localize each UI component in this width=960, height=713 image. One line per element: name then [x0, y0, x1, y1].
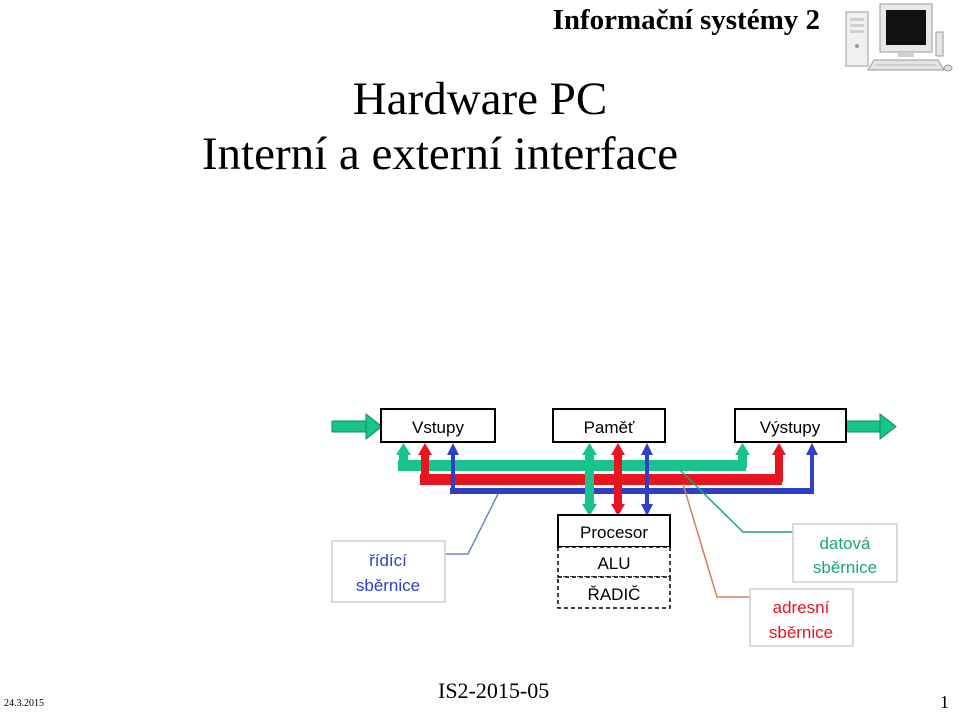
page-number: 1	[940, 692, 949, 712]
input-arrow	[331, 412, 383, 441]
control-bus-pointer	[445, 493, 499, 555]
alu-label: ALU	[597, 554, 630, 573]
processor-block: Procesor ALU ŘADIČ	[557, 514, 671, 609]
controller-label: ŘADIČ	[588, 585, 641, 604]
data-bus-legend: datová sběrnice	[792, 523, 898, 583]
address-bus-label-2: sběrnice	[769, 623, 833, 642]
footer-code: IS2-2015-05	[438, 678, 550, 703]
outputs-label: Výstupy	[760, 418, 821, 437]
slide-title: Hardware PC Interní a externí interface	[0, 72, 960, 182]
data-bus-label-2: sběrnice	[813, 558, 877, 577]
address-bus	[420, 474, 782, 485]
address-connectors	[418, 443, 786, 516]
control-bus	[450, 488, 814, 494]
footer-date: 24.3.2015	[4, 698, 44, 709]
control-bus-label-2: sběrnice	[356, 576, 420, 595]
address-bus-legend: adresní sběrnice	[749, 588, 854, 647]
course-title: Informační systémy 2	[552, 4, 820, 36]
memory-label: Paměť	[584, 418, 635, 437]
control-bus-legend: řídící sběrnice	[331, 540, 446, 603]
slide-title-line1: Hardware PC	[352, 73, 608, 125]
memory-box: Paměť	[552, 408, 666, 443]
control-connectors	[447, 443, 818, 516]
output-arrow	[845, 412, 897, 441]
slide-title-line2: Interní a externí interface	[201, 128, 679, 180]
processor-label: Procesor	[580, 523, 648, 542]
control-bus-label-1: řídící	[369, 551, 407, 570]
data-bus	[398, 460, 746, 471]
data-connectors	[396, 443, 750, 516]
outputs-box: Výstupy	[734, 408, 847, 443]
data-bus-label-1: datová	[819, 534, 871, 553]
address-bus-pointer	[682, 483, 750, 598]
inputs-box: Vstupy	[380, 408, 496, 443]
address-bus-label-1: adresní	[773, 598, 830, 617]
computer-icon	[845, 3, 953, 72]
data-bus-pointer	[679, 469, 793, 533]
inputs-label: Vstupy	[412, 418, 464, 437]
